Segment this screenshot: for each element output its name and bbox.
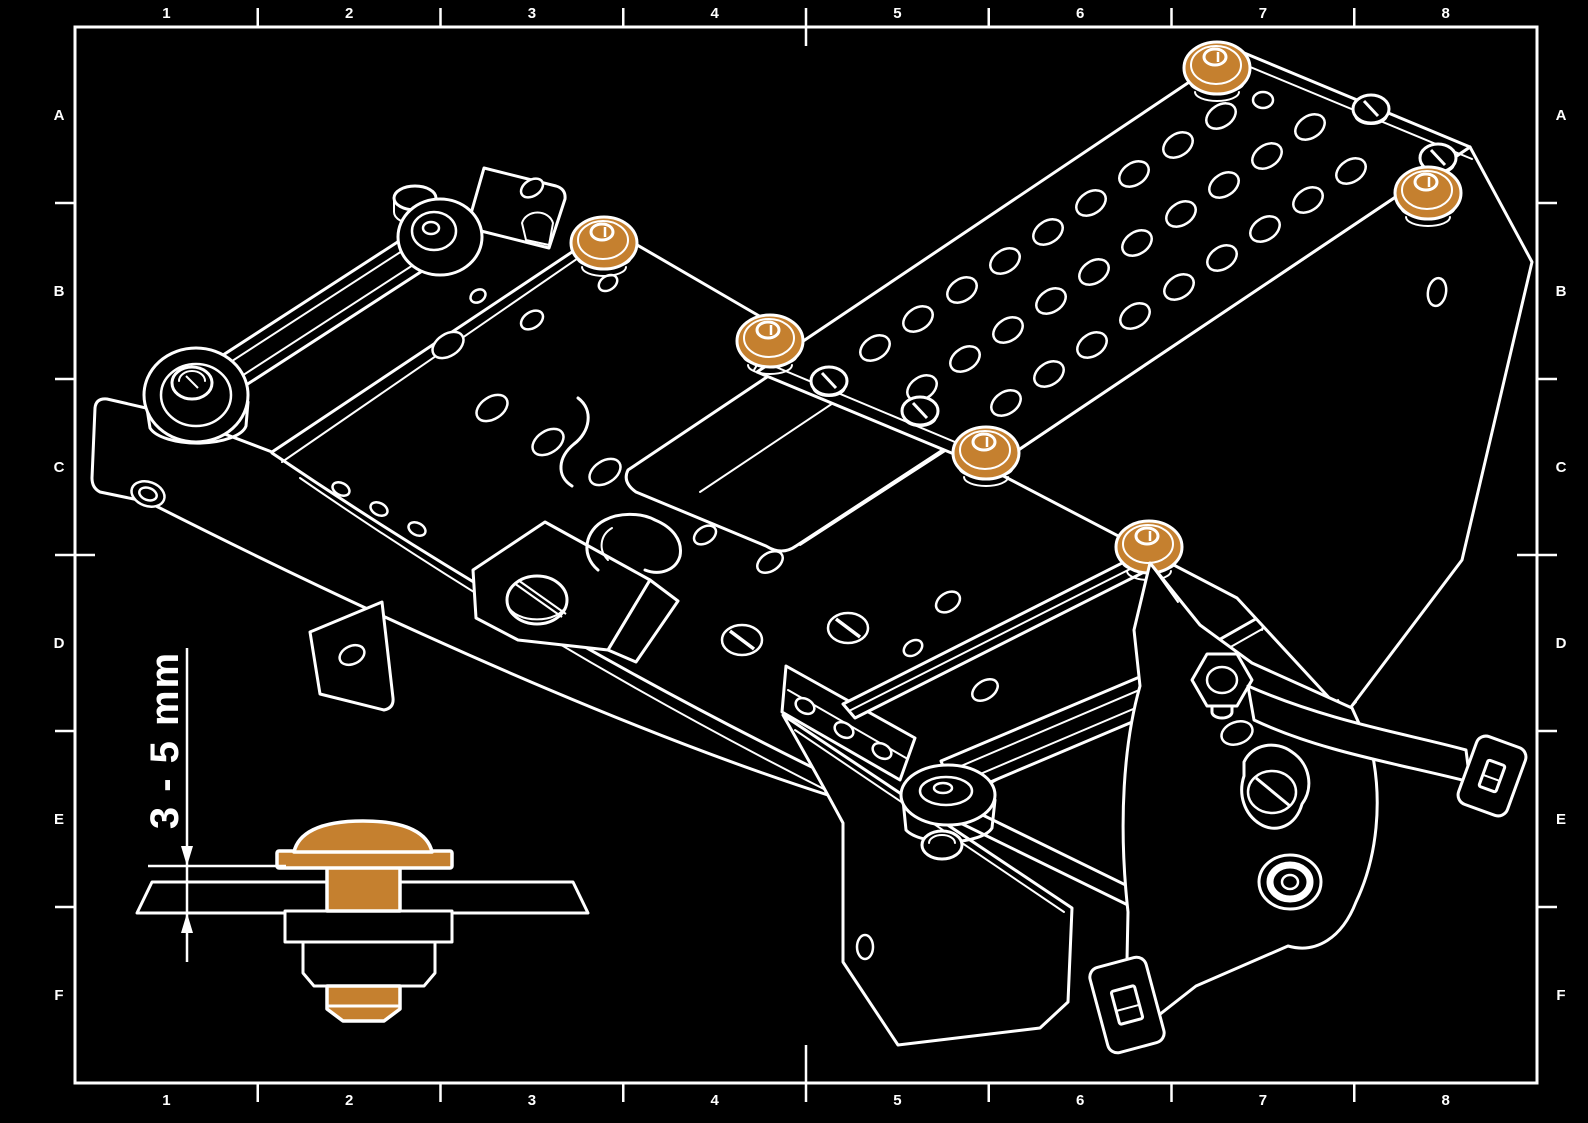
row-label-right: D [1556, 635, 1567, 652]
column-label-bottom: 4 [710, 1092, 719, 1109]
row-label-left: A [54, 107, 65, 124]
pan-screw [809, 365, 849, 398]
column-label-bottom: 6 [1076, 1092, 1084, 1109]
column-label-top: 6 [1076, 5, 1084, 22]
perforation-hole [990, 389, 1022, 417]
column-label-bottom: 5 [893, 1092, 901, 1109]
detail-dimension: 3 - 5 mm [143, 648, 286, 962]
perforation-hole [859, 334, 891, 362]
perforation-hole [1208, 171, 1240, 199]
detail-fastener [275, 819, 454, 1023]
frame-ticks [55, 8, 1557, 1102]
perforation-hole [1249, 215, 1281, 243]
perforation-hole [989, 247, 1021, 275]
front-bracket-screw [505, 574, 569, 626]
row-label-left: F [54, 987, 63, 1004]
perforation-hole [949, 345, 981, 373]
hex-nut-pivot [1190, 652, 1254, 720]
perforation-hole [946, 276, 978, 304]
teardrop-cutout [1240, 743, 1311, 830]
arrow-up-icon [181, 913, 193, 933]
pan-screw [1351, 93, 1391, 126]
bushing [1257, 853, 1323, 911]
column-label-top: 3 [528, 5, 536, 22]
perforation-hole [1032, 218, 1064, 246]
column-label-bottom: 8 [1441, 1092, 1449, 1109]
row-label-right: E [1556, 811, 1566, 828]
fastener-tip [325, 984, 402, 1023]
column-label-bottom: 7 [1259, 1092, 1267, 1109]
perforation-holes [859, 102, 1367, 417]
row-label-left: B [54, 283, 65, 300]
plate-face [755, 48, 1472, 471]
pan-screw [900, 395, 940, 428]
rear-pivot [899, 763, 997, 861]
front-bracket [471, 512, 682, 664]
row-label-left: D [54, 635, 65, 652]
row-label-right: F [1556, 987, 1565, 1004]
upper-pivot [392, 184, 484, 277]
column-label-bottom: 1 [162, 1092, 170, 1109]
perforation-hole [1335, 157, 1367, 185]
perforation-hole [902, 305, 934, 333]
slotted-screw [826, 611, 870, 645]
perforation-hole [1205, 102, 1237, 130]
row-label-right: A [1556, 107, 1567, 124]
perforation-hole [1033, 360, 1065, 388]
perforation-hole [1035, 287, 1067, 315]
dimension-label: 3 - 5 mm [143, 651, 187, 829]
slotted-screw [720, 623, 764, 657]
perforation-hole [1076, 331, 1108, 359]
assembly-drawing [90, 40, 1534, 1055]
column-label-top: 2 [345, 5, 353, 22]
perforation-hole [1119, 302, 1151, 330]
left-linkage-arm [142, 166, 567, 445]
column-label-bottom: 3 [528, 1092, 536, 1109]
perforation-hole [1292, 186, 1324, 214]
column-label-top: 7 [1259, 5, 1267, 22]
row-label-right: C [1556, 459, 1567, 476]
fastener-shaft [325, 865, 402, 913]
fastener-collar [283, 909, 454, 944]
column-label-bottom: 2 [345, 1092, 353, 1109]
row-label-left: E [54, 811, 64, 828]
column-label-top: 4 [710, 5, 719, 22]
perforation-hole [1121, 229, 1153, 257]
fastener-dome [292, 819, 434, 854]
perforation-hole [1206, 244, 1238, 272]
perforation-hole [1294, 113, 1326, 141]
row-label-left: C [54, 459, 65, 476]
column-label-top: 8 [1441, 5, 1449, 22]
perforation-hole [1165, 200, 1197, 228]
column-label-top: 5 [893, 5, 901, 22]
right-foot [1456, 734, 1528, 818]
rear-assembly [781, 561, 1528, 1055]
row-label-right: B [1556, 283, 1567, 300]
perforation-hole [1078, 258, 1110, 286]
detail-view: 3 - 5 mm [135, 648, 590, 1023]
perforation-hole [1163, 273, 1195, 301]
perforation-hole [1162, 131, 1194, 159]
perforation-hole [992, 316, 1024, 344]
bottom-foot [1088, 955, 1166, 1055]
perforation-hole [1118, 160, 1150, 188]
lower-pivot [142, 346, 250, 445]
column-label-top: 1 [162, 5, 170, 22]
perforation-hole [1251, 142, 1283, 170]
rear-plate [781, 713, 1074, 1047]
fastener-body [301, 940, 437, 988]
perforation-hole [1075, 189, 1107, 217]
arrow-down-icon [181, 846, 193, 866]
